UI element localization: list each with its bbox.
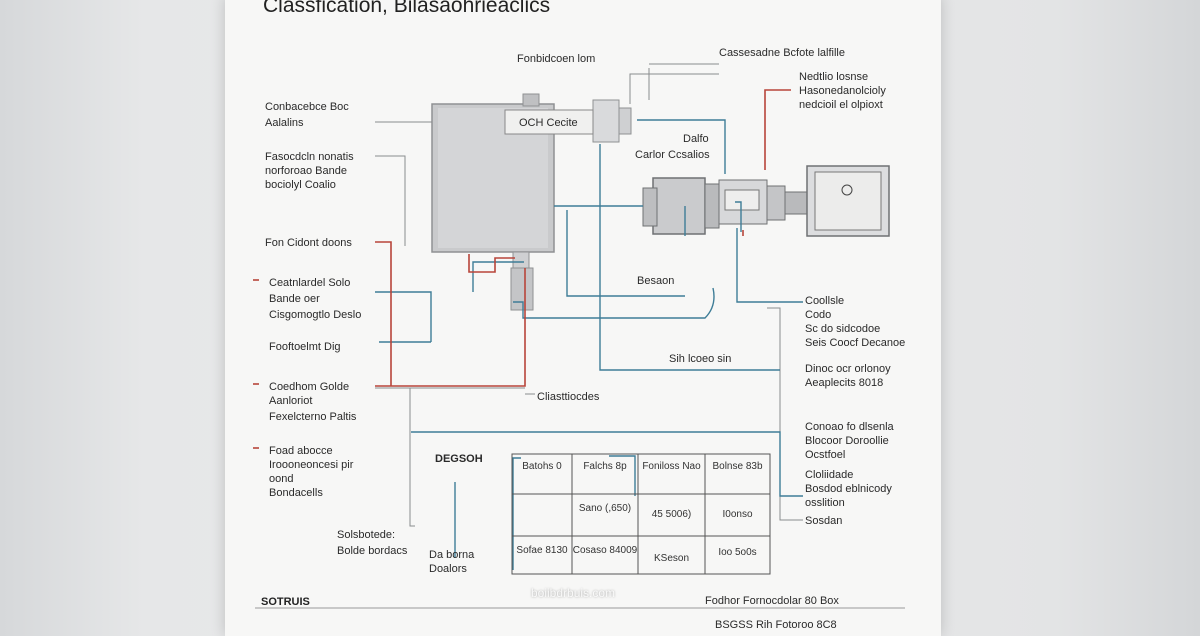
table-caption: DEGSOH <box>435 453 483 465</box>
left-label-7a: Foad abocce <box>269 445 333 457</box>
table-cell: Sano (,650) <box>578 503 632 514</box>
table-cell: Sofae 8130 <box>516 545 568 556</box>
right-label-3a: Conoao fo dlsenla <box>805 421 894 433</box>
footer-right-2: BSGSS Rih Fotoroo 8C8 <box>715 619 837 631</box>
left-label-8a: Solsbotede: <box>337 529 396 541</box>
left-label-4c: Cisgomogtlo Deslo <box>269 309 362 321</box>
left-label-4b: Bande oer <box>269 293 320 305</box>
left-label-1b: Aalalins <box>265 117 304 129</box>
left-label-5a: Fooftoelmt Dig <box>269 341 341 353</box>
right-label-1a: Coollsle <box>805 295 845 307</box>
table-cell: 45 5006) <box>651 509 692 520</box>
callout-top-right: Cassesadne Bcfote lalfille <box>719 47 845 59</box>
callout-top-right-sub-3: nedcioil el olpioxt <box>799 99 883 111</box>
left-label-3a: Fon Cidont doons <box>265 237 352 249</box>
callout-top-center: Fonbidcoen lom <box>517 53 596 65</box>
left-label-2a: Fasocdcln nonatis <box>265 151 354 163</box>
table-cell: KSeson <box>653 553 690 564</box>
table-header-cell: Bolnse 83b <box>712 461 763 472</box>
table-side-label-1: Da borna <box>429 549 475 561</box>
right-label-4b: Bosdod eblnicody <box>805 483 892 495</box>
right-label-4a: Cloliidade <box>805 469 854 481</box>
left-label-8b: Bolde bordacs <box>337 545 408 557</box>
footer-right: Fodhor Fornocdolar 80 Box <box>705 595 839 607</box>
left-label-6c: Fexelcterno Paltis <box>269 411 357 423</box>
left-label-7c: oond <box>269 473 294 485</box>
left-label-6b: Aanloriot <box>269 395 313 407</box>
table-side-label-2: Doalors <box>429 563 467 575</box>
left-label-7d: Bondacells <box>269 487 323 499</box>
right-label-1c: Sc do sidcodoe <box>805 323 881 335</box>
callout-center-b: Besaon <box>637 275 675 287</box>
callout-center-a2: Carlor Ccsalios <box>635 149 710 161</box>
right-label-2a: Dinoc ocr orlonoy <box>805 363 891 375</box>
right-label-1d: Seis Coocf Decanoe <box>805 337 906 349</box>
left-label-2b: norforoao Bande <box>265 165 347 177</box>
right-label-1b: Codo <box>805 309 832 321</box>
right-label-5a: Sosdan <box>805 515 843 527</box>
callout-center-a1: Dalfo <box>683 133 709 145</box>
right-label-2b: Aeaplecits 8018 <box>805 377 884 389</box>
table-header-cell: Falchs 8p <box>583 461 627 472</box>
right-label-3c: Ocstfoel <box>805 449 846 461</box>
diagram-title: Classfication, Bilasaohrieaclics <box>263 0 551 17</box>
right-label-4c: osslition <box>805 497 845 509</box>
callout-top-right-sub-1: Nedtlio losnse <box>799 71 869 83</box>
callout-center-c: Sih lcoeo sin <box>669 353 732 365</box>
table-header-cell: Batohs 0 <box>522 461 562 472</box>
diagram-lines <box>253 63 905 609</box>
right-label-3b: Blocoor Doroollie <box>805 435 889 447</box>
table-cell: Ioo 5o0s <box>718 547 757 558</box>
left-label-6a: Coedhom Golde <box>269 381 350 393</box>
footer-left: SOTRUIS <box>261 596 310 608</box>
left-label-2c: bociolyl Coalio <box>265 179 336 191</box>
callout-center-d: Cliasttiocdes <box>537 391 600 403</box>
left-label-4a: Ceatnlardel Solo <box>269 277 351 289</box>
table-cell: Cosaso 84009 <box>572 545 638 556</box>
left-label-7b: Iroooneoncesi pir <box>269 459 354 471</box>
watermark: boiibdrbuis.com <box>531 586 616 600</box>
tank-label: OCH Cecite <box>519 117 578 129</box>
diagram-sheet: Classfication, Bilasaohrieaclics <box>225 0 941 636</box>
left-label-1a: Conbacebce Boc <box>265 101 349 113</box>
table-cell: I0onso <box>722 509 753 520</box>
callout-top-right-sub-2: Hasonedanolcioly <box>799 85 886 97</box>
table-header-cell: Foniloss Nao <box>642 461 701 472</box>
